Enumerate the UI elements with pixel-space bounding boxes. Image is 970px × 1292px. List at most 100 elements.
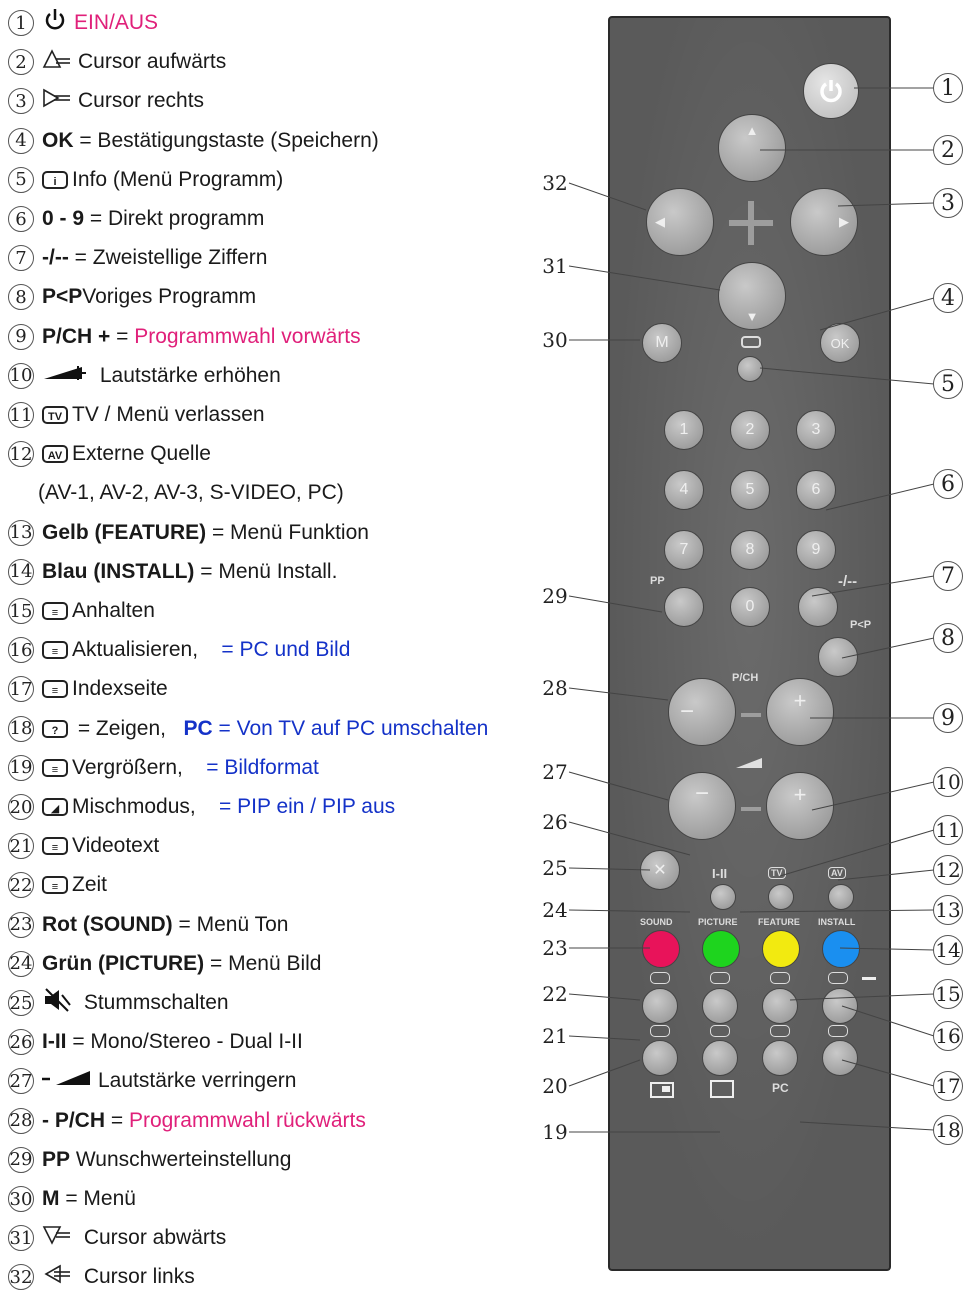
legend-row: 20◢Mischmodus, = PIP ein / PIP aus	[8, 792, 395, 822]
mix-label-icon	[650, 1025, 670, 1037]
callout-line	[568, 182, 647, 211]
callout-9: 9	[933, 703, 963, 733]
callout-line	[839, 947, 935, 951]
legend-number: 1	[8, 10, 34, 36]
legend-text: Lautstärke verringern	[98, 1069, 297, 1093]
digit-button-0[interactable]: 0	[730, 587, 770, 627]
hold-key-icon: ≡	[42, 602, 68, 620]
enlarge-button[interactable]	[702, 1040, 738, 1076]
callout-8: 8	[933, 623, 963, 653]
red-sound-button[interactable]	[642, 930, 680, 968]
pch-minus-button[interactable]: −	[668, 678, 736, 746]
callout-line	[799, 1121, 935, 1131]
av-button[interactable]	[828, 884, 854, 910]
legend-number: 17	[8, 676, 34, 703]
pp-button[interactable]	[664, 587, 704, 627]
legend-text: = Bildformat	[206, 755, 319, 779]
legend-text: Programmwahl vorwärts	[134, 324, 361, 348]
pch-plus-button[interactable]: +	[766, 678, 834, 746]
tv-button[interactable]	[768, 884, 794, 910]
cursor-up-icon	[42, 47, 72, 77]
pch-minus-bar	[741, 713, 761, 717]
legend-number: 24	[8, 950, 34, 977]
legend-text: I-II	[42, 1030, 67, 1054]
volume-up-icon	[42, 363, 88, 389]
mute-button[interactable]: ✕	[640, 850, 680, 890]
install-label: INSTALL	[818, 917, 856, 927]
legend-text: = Menü Funktion	[206, 520, 369, 544]
cursor-down-button[interactable]: ▼	[718, 262, 786, 330]
legend-text: =	[110, 324, 135, 348]
update-button[interactable]	[762, 988, 798, 1024]
teletext-label-icon	[650, 972, 670, 984]
legend-number: 18	[8, 715, 34, 742]
previous-program-button[interactable]	[818, 637, 858, 677]
blue-install-button[interactable]	[822, 930, 860, 968]
time-button[interactable]	[642, 988, 678, 1024]
legend-number: 2	[8, 49, 34, 76]
legend-text: Cursor rechts	[78, 89, 205, 113]
digit-button-1[interactable]: 1	[664, 410, 704, 450]
legend-number: 31	[8, 1225, 34, 1252]
volume-plus-button[interactable]: +	[766, 772, 834, 840]
callout-25: 25	[542, 856, 568, 880]
info-button[interactable]	[737, 356, 763, 382]
legend-text: Aktualisieren,	[72, 638, 222, 662]
callout-line	[759, 367, 935, 385]
reveal-pc-button[interactable]	[762, 1040, 798, 1076]
callout-line	[841, 1005, 935, 1037]
digit-button-6[interactable]: 6	[796, 470, 836, 510]
center-cross-icon	[729, 201, 773, 245]
index-button[interactable]	[822, 1040, 858, 1076]
av-label: AV	[828, 867, 846, 879]
legend-row: 19≡Vergrößern, = Bildformat	[8, 753, 319, 783]
legend-row: 17≡Indexseite	[8, 674, 168, 704]
power-button[interactable]	[803, 63, 859, 119]
legend-text: Rot (SOUND)	[42, 912, 173, 936]
menu-button[interactable]: M	[642, 323, 682, 363]
legend-number: 15	[8, 598, 34, 624]
power-icon	[42, 7, 68, 39]
digit-button-7[interactable]: 7	[664, 530, 704, 570]
dash-button[interactable]	[798, 587, 838, 627]
callout-3: 3	[933, 188, 963, 218]
i2-button[interactable]	[710, 884, 736, 910]
callout-line	[819, 297, 935, 331]
yellow-feature-button[interactable]	[762, 930, 800, 968]
index2-label-icon	[828, 1025, 848, 1037]
digit-button-3[interactable]: 3	[796, 410, 836, 450]
legend-text: Anhalten	[72, 599, 155, 622]
digit-button-9[interactable]: 9	[796, 530, 836, 570]
callout-line	[568, 1035, 641, 1041]
mix-button[interactable]	[642, 1040, 678, 1076]
cursor-down-icon	[42, 1223, 72, 1253]
pp2-label: P<P	[850, 619, 872, 631]
legend-text: Info (Menü Programm)	[72, 167, 284, 191]
legend-text: Cursor links	[78, 1265, 195, 1289]
dash-label: -/--	[838, 573, 858, 590]
digit-button-5[interactable]: 5	[730, 470, 770, 510]
legend-text: Indexseite	[72, 677, 168, 701]
legend-text: Gelb (FEATURE)	[42, 520, 207, 544]
enlarge-pip-button[interactable]	[822, 988, 858, 1024]
hold-button[interactable]	[702, 988, 738, 1024]
legend-text: Mischmodus,	[72, 795, 220, 818]
cursor-up-button[interactable]: ▲	[718, 114, 786, 182]
cursor-right-button[interactable]: ▶	[790, 188, 858, 256]
digit-button-4[interactable]: 4	[664, 470, 704, 510]
digit-button-8[interactable]: 8	[730, 530, 770, 570]
volume-label-icon	[736, 758, 762, 768]
digit-button-2[interactable]: 2	[730, 410, 770, 450]
ok-button[interactable]: OK	[820, 323, 860, 363]
pip-label-icon	[650, 1082, 674, 1098]
cursor-left-button[interactable]: ◀	[646, 188, 714, 256]
green-picture-button[interactable]	[702, 930, 740, 968]
volume-minus-button[interactable]: −	[668, 772, 736, 840]
callout-2: 2	[933, 135, 963, 165]
legend-row: 32 Cursor links	[8, 1262, 195, 1292]
time-key-icon: ≡	[42, 876, 68, 895]
